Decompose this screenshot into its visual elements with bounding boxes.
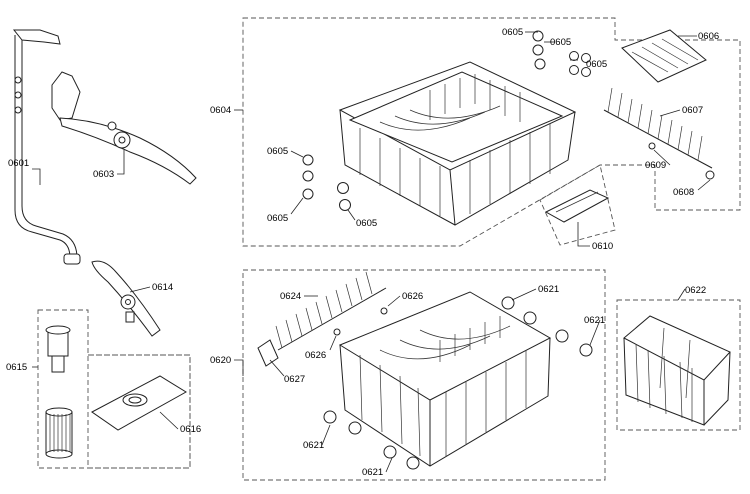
lower-rack	[338, 291, 552, 467]
label-0606: 0606	[698, 31, 719, 42]
label-0605-d: 0605	[267, 146, 288, 157]
label-0605-e: 0605	[267, 213, 288, 224]
leader-lines	[32, 31, 711, 473]
label-0621-b: 0621	[584, 315, 605, 326]
label-0605-f: 0605	[356, 218, 377, 229]
micro-filter-plate	[91, 375, 187, 431]
upper-spray-arm	[51, 71, 197, 185]
tine-holder	[705, 170, 715, 180]
cup-shelf	[621, 29, 707, 83]
label-0601: 0601	[8, 158, 29, 169]
label-0610: 0610	[592, 241, 613, 252]
label-0614: 0614	[152, 282, 173, 293]
label-0622: 0622	[685, 285, 706, 296]
label-0605-a: 0605	[502, 27, 523, 38]
label-0616: 0616	[180, 424, 201, 435]
label-0626-a: 0626	[402, 291, 423, 302]
label-0609: 0609	[645, 160, 666, 171]
label-0621-a: 0621	[538, 284, 559, 295]
label-0620: 0620	[210, 355, 231, 366]
label-0624: 0624	[280, 291, 301, 302]
part-labels: 0601 0603 0604 0605 0605 0605 0605 0605 …	[6, 27, 719, 478]
tine-row-support	[257, 339, 279, 367]
label-0603: 0603	[93, 169, 114, 180]
spray-arm-supply-pipe	[12, 29, 81, 265]
filter-group-frame	[37, 309, 191, 469]
label-0621-d: 0621	[362, 467, 383, 478]
rack-rail	[544, 189, 610, 223]
rack-wheels-lower	[323, 296, 593, 470]
cutlery-basket-group-frame	[616, 299, 741, 431]
lower-tine-row	[275, 271, 387, 351]
label-0615: 0615	[6, 362, 27, 373]
upper-rack-group-frame	[242, 17, 741, 247]
label-0607: 0607	[682, 105, 703, 116]
lower-spray-arm	[91, 260, 161, 337]
tine-clip	[648, 142, 656, 150]
label-0604: 0604	[210, 105, 231, 116]
cutlery-basket	[623, 315, 731, 426]
rack-wheels-upper	[302, 30, 591, 211]
label-0605-b: 0605	[550, 37, 571, 48]
rack-rail-group-frame	[539, 164, 616, 246]
label-0608: 0608	[673, 187, 694, 198]
folding-tine-row	[603, 87, 713, 169]
label-0627: 0627	[284, 374, 305, 385]
filter-inner-frame	[87, 354, 191, 469]
lower-rack-group-frame	[242, 269, 606, 481]
label-0626-b: 0626	[305, 350, 326, 361]
label-0605-c: 0605	[586, 59, 607, 70]
fine-filter-parts	[45, 325, 73, 459]
tine-clips-lower	[333, 307, 388, 336]
label-0621-c: 0621	[303, 440, 324, 451]
upper-rack	[338, 61, 577, 226]
